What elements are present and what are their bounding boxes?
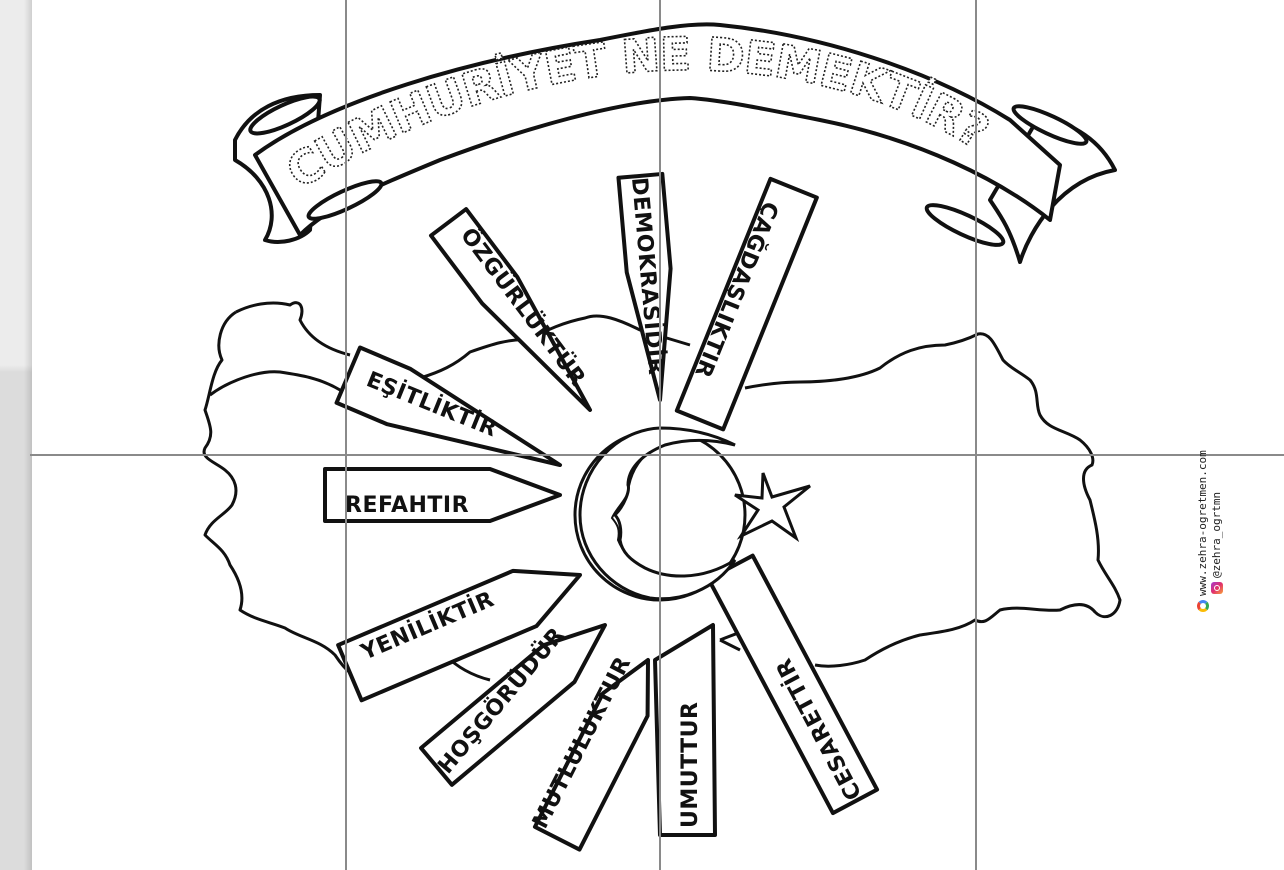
- ray-mutluluktur: [532, 658, 650, 852]
- watermark-website: www.zehra-ogretmen.com: [1196, 450, 1209, 596]
- title-banner: [233, 22, 1117, 264]
- instagram-icon: [1211, 582, 1223, 594]
- grid-line-vertical: [345, 0, 347, 870]
- ray-esitliktir: [334, 345, 562, 467]
- grid-line-vertical: [659, 0, 661, 870]
- ray-cagdasliktir: [674, 176, 819, 432]
- watermark-instagram: @zehra_ogrtmn: [1210, 491, 1223, 578]
- grid-line-vertical: [975, 0, 977, 870]
- ray-label: ÖZGÜRLÜKTÜR: [455, 223, 591, 391]
- ray-label: REFAHTIR: [345, 493, 469, 518]
- google-icon: [1197, 600, 1209, 612]
- ray-umuttur: [653, 623, 717, 837]
- sun-rays: [323, 171, 880, 852]
- ray-hosgorudur: [419, 623, 607, 787]
- star-icon: [734, 472, 811, 543]
- ataturk-silhouette: [610, 451, 651, 566]
- watermark-instagram-row: @zehra_ogrtmn: [1210, 450, 1224, 612]
- turkey-map-outline: [202, 301, 1122, 682]
- ray-yeniliktir: [336, 568, 582, 703]
- grid-line-horizontal: [30, 454, 1284, 456]
- ray-demokrasidir: [616, 171, 673, 402]
- watermark-website-row: www.zehra-ogretmen.com: [1196, 450, 1210, 612]
- watermark: www.zehra-ogretmen.com @zehra_ogrtmn: [1196, 450, 1224, 612]
- ray-refahtir: [323, 467, 562, 523]
- viewer-side-strip: [0, 0, 32, 870]
- ray-label: UMUTTUR: [678, 702, 703, 828]
- ray-ozgurluktur: [429, 207, 592, 412]
